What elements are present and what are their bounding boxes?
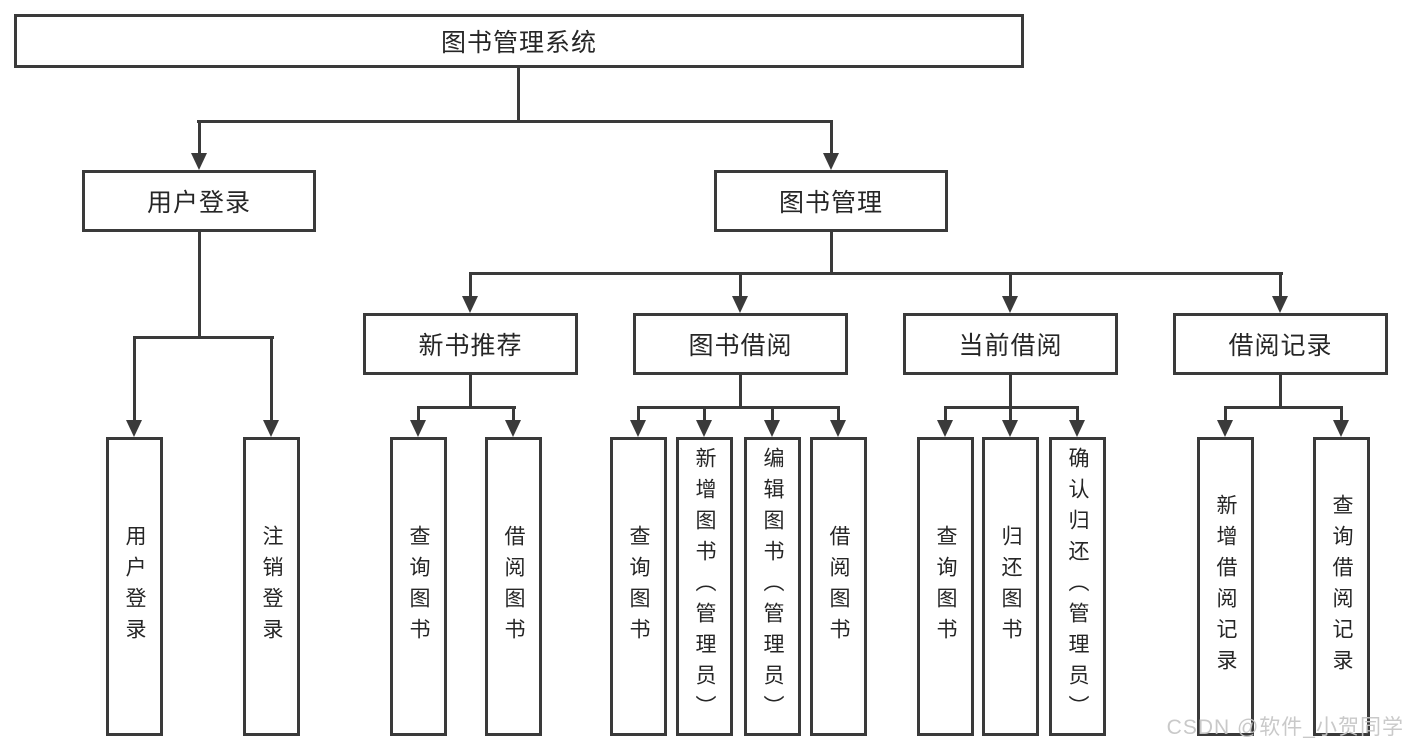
connector-leaf <box>1224 406 1227 422</box>
arrowhead-down <box>1002 420 1018 437</box>
leaf-borrow-books: 借阅图书 <box>810 437 867 736</box>
leaf-label: 归还图书 <box>999 524 1022 649</box>
connector-to-leaf-logout <box>270 336 273 421</box>
leaf-logout: 注销登录 <box>243 437 300 736</box>
node-label: 当前借阅 <box>958 332 1063 360</box>
leaf-label: 查询借阅记录 <box>1330 493 1353 680</box>
leaf-label: 新增借阅记录 <box>1214 493 1237 680</box>
leaf-label: 新增图书（管理员） <box>693 447 716 726</box>
arrowhead-down <box>505 420 521 437</box>
leaf-borrow-books-recommend: 借阅图书 <box>485 437 542 736</box>
leaf-add-borrow-record: 新增借阅记录 <box>1197 437 1254 736</box>
node-root-library-system: 图书管理系统 <box>14 14 1024 68</box>
leaf-label: 查询图书 <box>934 524 957 649</box>
leaf-label: 查询图书 <box>627 524 650 649</box>
connector-leaf <box>637 406 640 422</box>
node-label: 图书借阅 <box>688 332 793 360</box>
connector-borrow-records-bar <box>1224 406 1343 409</box>
connector-user-login-bar <box>133 336 274 339</box>
connector-user-login-stem <box>198 232 201 339</box>
arrowhead-down <box>696 420 712 437</box>
connector-book-borrow-bar <box>637 406 840 409</box>
connector-to-book-borrow <box>739 272 742 298</box>
arrowhead-down <box>630 420 646 437</box>
arrowhead-down <box>263 420 279 437</box>
leaf-label: 查询图书 <box>407 524 430 649</box>
arrowhead-down <box>1333 420 1349 437</box>
arrowhead-down <box>1217 420 1233 437</box>
node-label: 借阅记录 <box>1228 332 1333 360</box>
leaf-user-login: 用户登录 <box>106 437 163 736</box>
leaf-label: 借阅图书 <box>827 524 850 649</box>
connector-book-borrow-stem <box>739 375 742 409</box>
node-current-borrow: 当前借阅 <box>903 313 1118 375</box>
leaf-query-books-recommend: 查询图书 <box>390 437 447 736</box>
node-book-management: 图书管理 <box>714 170 948 232</box>
leaf-label: 确认归还（管理员） <box>1066 447 1089 726</box>
leaf-query-books-current: 查询图书 <box>917 437 974 736</box>
connector-borrow-records-stem <box>1279 375 1282 409</box>
node-label: 图书管理系统 <box>440 29 597 57</box>
connector-to-new-book <box>469 272 472 298</box>
arrowhead-down <box>1272 296 1288 313</box>
connector-to-user-login <box>198 120 201 155</box>
arrowhead-down <box>830 420 846 437</box>
connector-to-borrow-records <box>1279 272 1282 298</box>
connector-new-book-stem <box>469 375 472 409</box>
connector-to-current-borrow <box>1009 272 1012 298</box>
node-label: 图书管理 <box>778 189 883 217</box>
node-user-login: 用户登录 <box>82 170 316 232</box>
leaf-label: 注销登录 <box>260 524 283 649</box>
arrowhead-down <box>764 420 780 437</box>
arrowhead-down <box>191 153 207 170</box>
arrowhead-down <box>126 420 142 437</box>
leaf-return-books: 归还图书 <box>982 437 1039 736</box>
node-label: 新书推荐 <box>418 332 523 360</box>
leaf-label: 编辑图书（管理员） <box>761 447 784 726</box>
connector-new-book-bar <box>417 406 516 409</box>
connector-to-leaf-user-login <box>133 336 136 421</box>
connector-current-borrow-stem <box>1009 375 1012 409</box>
connector-leaf <box>1340 406 1343 422</box>
connector-book-management-stem <box>830 232 833 275</box>
arrowhead-down <box>462 296 478 313</box>
csdn-watermark: CSDN @软件_小贺同学 <box>1166 716 1404 739</box>
connector-leaf <box>771 406 774 422</box>
connector-to-book-management <box>830 120 833 155</box>
connector-leaf <box>417 406 420 422</box>
node-borrow-records: 借阅记录 <box>1173 313 1388 375</box>
connector-leaf <box>944 406 947 422</box>
arrowhead-down <box>410 420 426 437</box>
leaf-query-borrow-record: 查询借阅记录 <box>1313 437 1370 736</box>
arrowhead-down <box>1002 296 1018 313</box>
leaf-label: 用户登录 <box>123 524 146 649</box>
node-new-book-recommend: 新书推荐 <box>363 313 578 375</box>
connector-leaf <box>1009 406 1012 422</box>
connector-root-stem <box>517 68 520 123</box>
leaf-label: 借阅图书 <box>502 524 525 649</box>
leaf-query-books-borrow: 查询图书 <box>610 437 667 736</box>
connector-leaf <box>837 406 840 422</box>
arrowhead-down <box>1069 420 1085 437</box>
connector-leaf <box>1076 406 1079 422</box>
connector-leaf <box>703 406 706 422</box>
leaf-add-books-admin: 新增图书（管理员） <box>676 437 733 736</box>
node-label: 用户登录 <box>146 189 251 217</box>
arrowhead-down <box>732 296 748 313</box>
arrowhead-down <box>823 153 839 170</box>
connector-leaf <box>512 406 515 422</box>
connector-level3-bar <box>469 272 1283 275</box>
connector-level2-bar <box>197 120 833 123</box>
node-book-borrow: 图书借阅 <box>633 313 848 375</box>
arrowhead-down <box>937 420 953 437</box>
leaf-edit-books-admin: 编辑图书（管理员） <box>744 437 801 736</box>
leaf-confirm-return-admin: 确认归还（管理员） <box>1049 437 1106 736</box>
